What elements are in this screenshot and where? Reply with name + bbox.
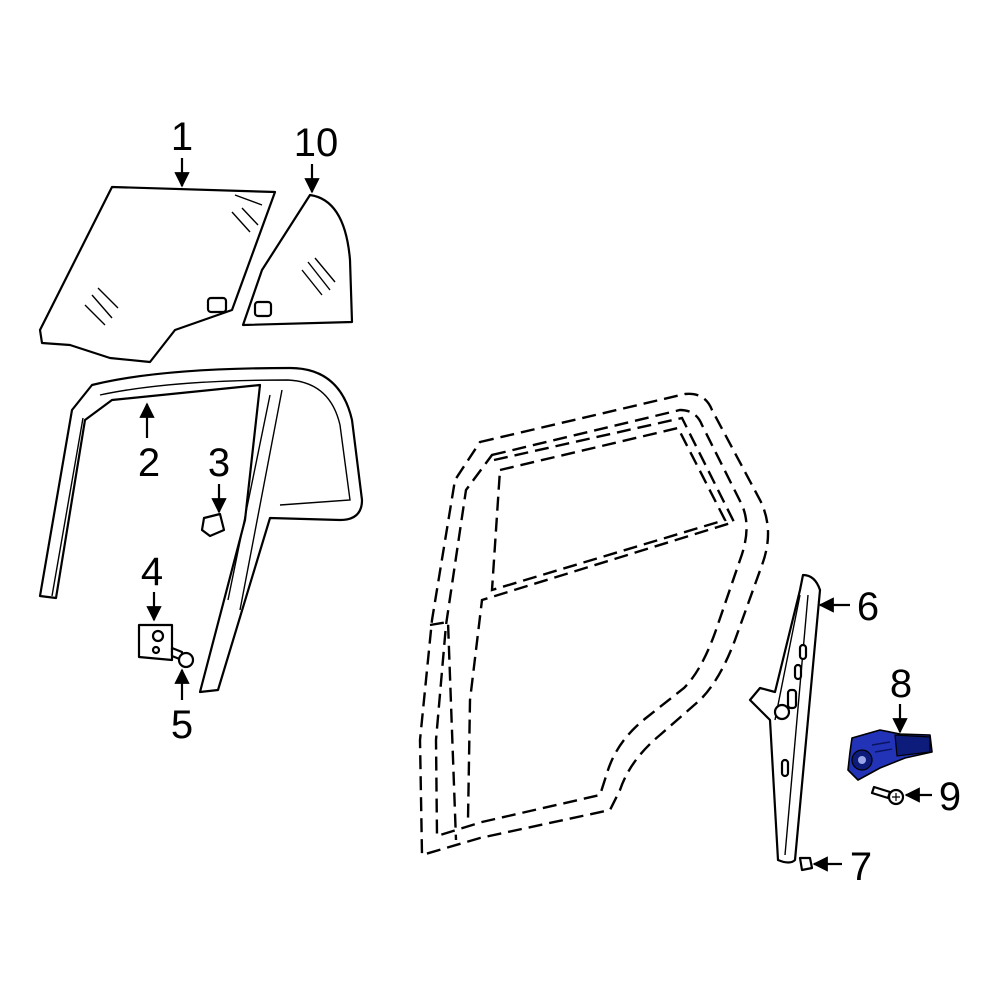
quarter-glass[interactable] [241, 193, 354, 327]
glass-run-channel[interactable] [38, 366, 364, 694]
callout-2: 2 [138, 441, 160, 485]
stopper[interactable] [200, 512, 226, 538]
callout-3: 3 [208, 441, 230, 485]
callout-10: 10 [294, 121, 339, 165]
window-motor[interactable] [847, 729, 933, 781]
window-regulator[interactable] [748, 573, 822, 864]
rivet[interactable] [798, 856, 814, 872]
leader-arrows [139, 158, 932, 872]
door-glass[interactable] [38, 185, 277, 364]
callout-labels: 1 10 2 3 4 5 6 8 9 7 [138, 115, 961, 889]
door-outline [418, 392, 770, 857]
callout-7: 7 [850, 845, 872, 889]
callout-9: 9 [939, 775, 961, 819]
bolt[interactable] [170, 646, 195, 669]
callout-4: 4 [141, 550, 163, 594]
callout-6: 6 [857, 585, 879, 629]
callout-8: 8 [890, 662, 912, 706]
motor-screw[interactable] [870, 785, 905, 806]
callout-5: 5 [171, 703, 193, 747]
callout-1: 1 [171, 115, 193, 159]
glass-bracket[interactable] [137, 623, 174, 662]
